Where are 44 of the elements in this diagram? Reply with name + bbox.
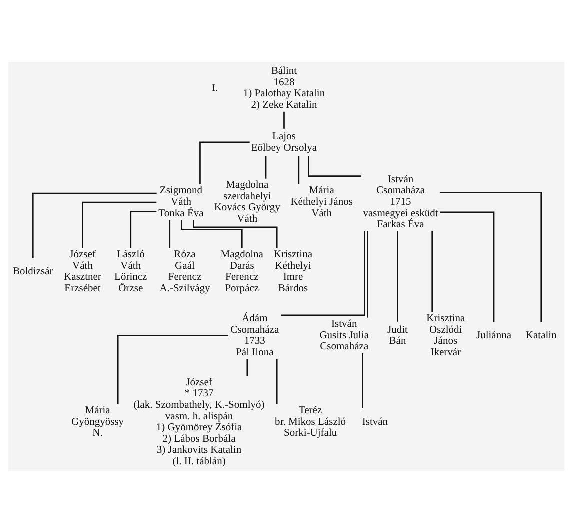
connector bbox=[367, 230, 368, 318]
node-text: Katalin bbox=[526, 330, 557, 341]
connector bbox=[397, 230, 398, 322]
connector bbox=[246, 358, 248, 376]
node-text: Róza Gaál Ferencz A.-Szilvágy bbox=[160, 249, 210, 294]
node-text: Ádám Csomaháza 1733 Pál Ilona bbox=[230, 313, 280, 358]
node-text: László Váth Lörincz Örzse bbox=[114, 249, 148, 294]
node-text: István Csomaháza 1715 vasmegyei esküdt Farkas Éva bbox=[363, 174, 438, 230]
connector bbox=[440, 192, 542, 322]
connector bbox=[298, 156, 300, 184]
node-text: István bbox=[362, 416, 388, 428]
connector bbox=[440, 211, 495, 322]
node-text: Boldizsár bbox=[12, 266, 54, 278]
node-text: József * 1737 (lak. Szombathely, K.-Somlyó) vasm. h. alispán 1) Gyömörey Zsófia 2) Lábos Borbála 3) Jankovits Katalin (l. II. táblán) bbox=[134, 376, 265, 467]
node-text: István Gusits Julia Csomaháza bbox=[320, 318, 370, 352]
connector bbox=[82, 201, 157, 248]
connector bbox=[130, 210, 157, 248]
connector bbox=[362, 352, 364, 408]
connector bbox=[265, 156, 267, 178]
connector bbox=[308, 156, 362, 176]
node-text: Teréz br. Mikos László Sorki-Ujfalu bbox=[275, 405, 346, 439]
connector bbox=[117, 334, 229, 404]
node-text: Magdolna szerdahelyi Kovács György Váth bbox=[214, 180, 280, 224]
node-text: Mária Gyöngyössy N. bbox=[71, 405, 124, 439]
node-text: Zsigmond Váth Tonka Éva bbox=[158, 185, 204, 219]
connector bbox=[32, 192, 157, 258]
node-text: Krisztina Kéthelyi Imre Bárdos bbox=[274, 249, 313, 294]
node-text: Bálint 1628 1) Palothay Katalin 2) Zeke Katalin bbox=[243, 66, 326, 111]
node-text: Lajos Eölbey Orsolya bbox=[251, 131, 318, 154]
node-text: Mária Kéthelyi János Váth bbox=[290, 185, 353, 219]
connector bbox=[200, 141, 250, 184]
node-text: József Váth Kasztner Erzsébet bbox=[64, 249, 102, 294]
connector bbox=[276, 358, 278, 404]
connector bbox=[181, 220, 243, 248]
node-text: Magdolna Darás Ferencz Porpácz bbox=[220, 249, 264, 294]
connector bbox=[169, 220, 171, 248]
connector bbox=[284, 111, 285, 128]
connector bbox=[193, 219, 278, 248]
connector bbox=[282, 230, 366, 316]
node-text: Judit Bán bbox=[388, 324, 408, 347]
node-text: Juliánna bbox=[476, 330, 512, 341]
node-text: Krisztina Oszlódi János Ikervár bbox=[426, 313, 466, 358]
label: I. bbox=[212, 82, 218, 94]
connector bbox=[432, 230, 434, 312]
